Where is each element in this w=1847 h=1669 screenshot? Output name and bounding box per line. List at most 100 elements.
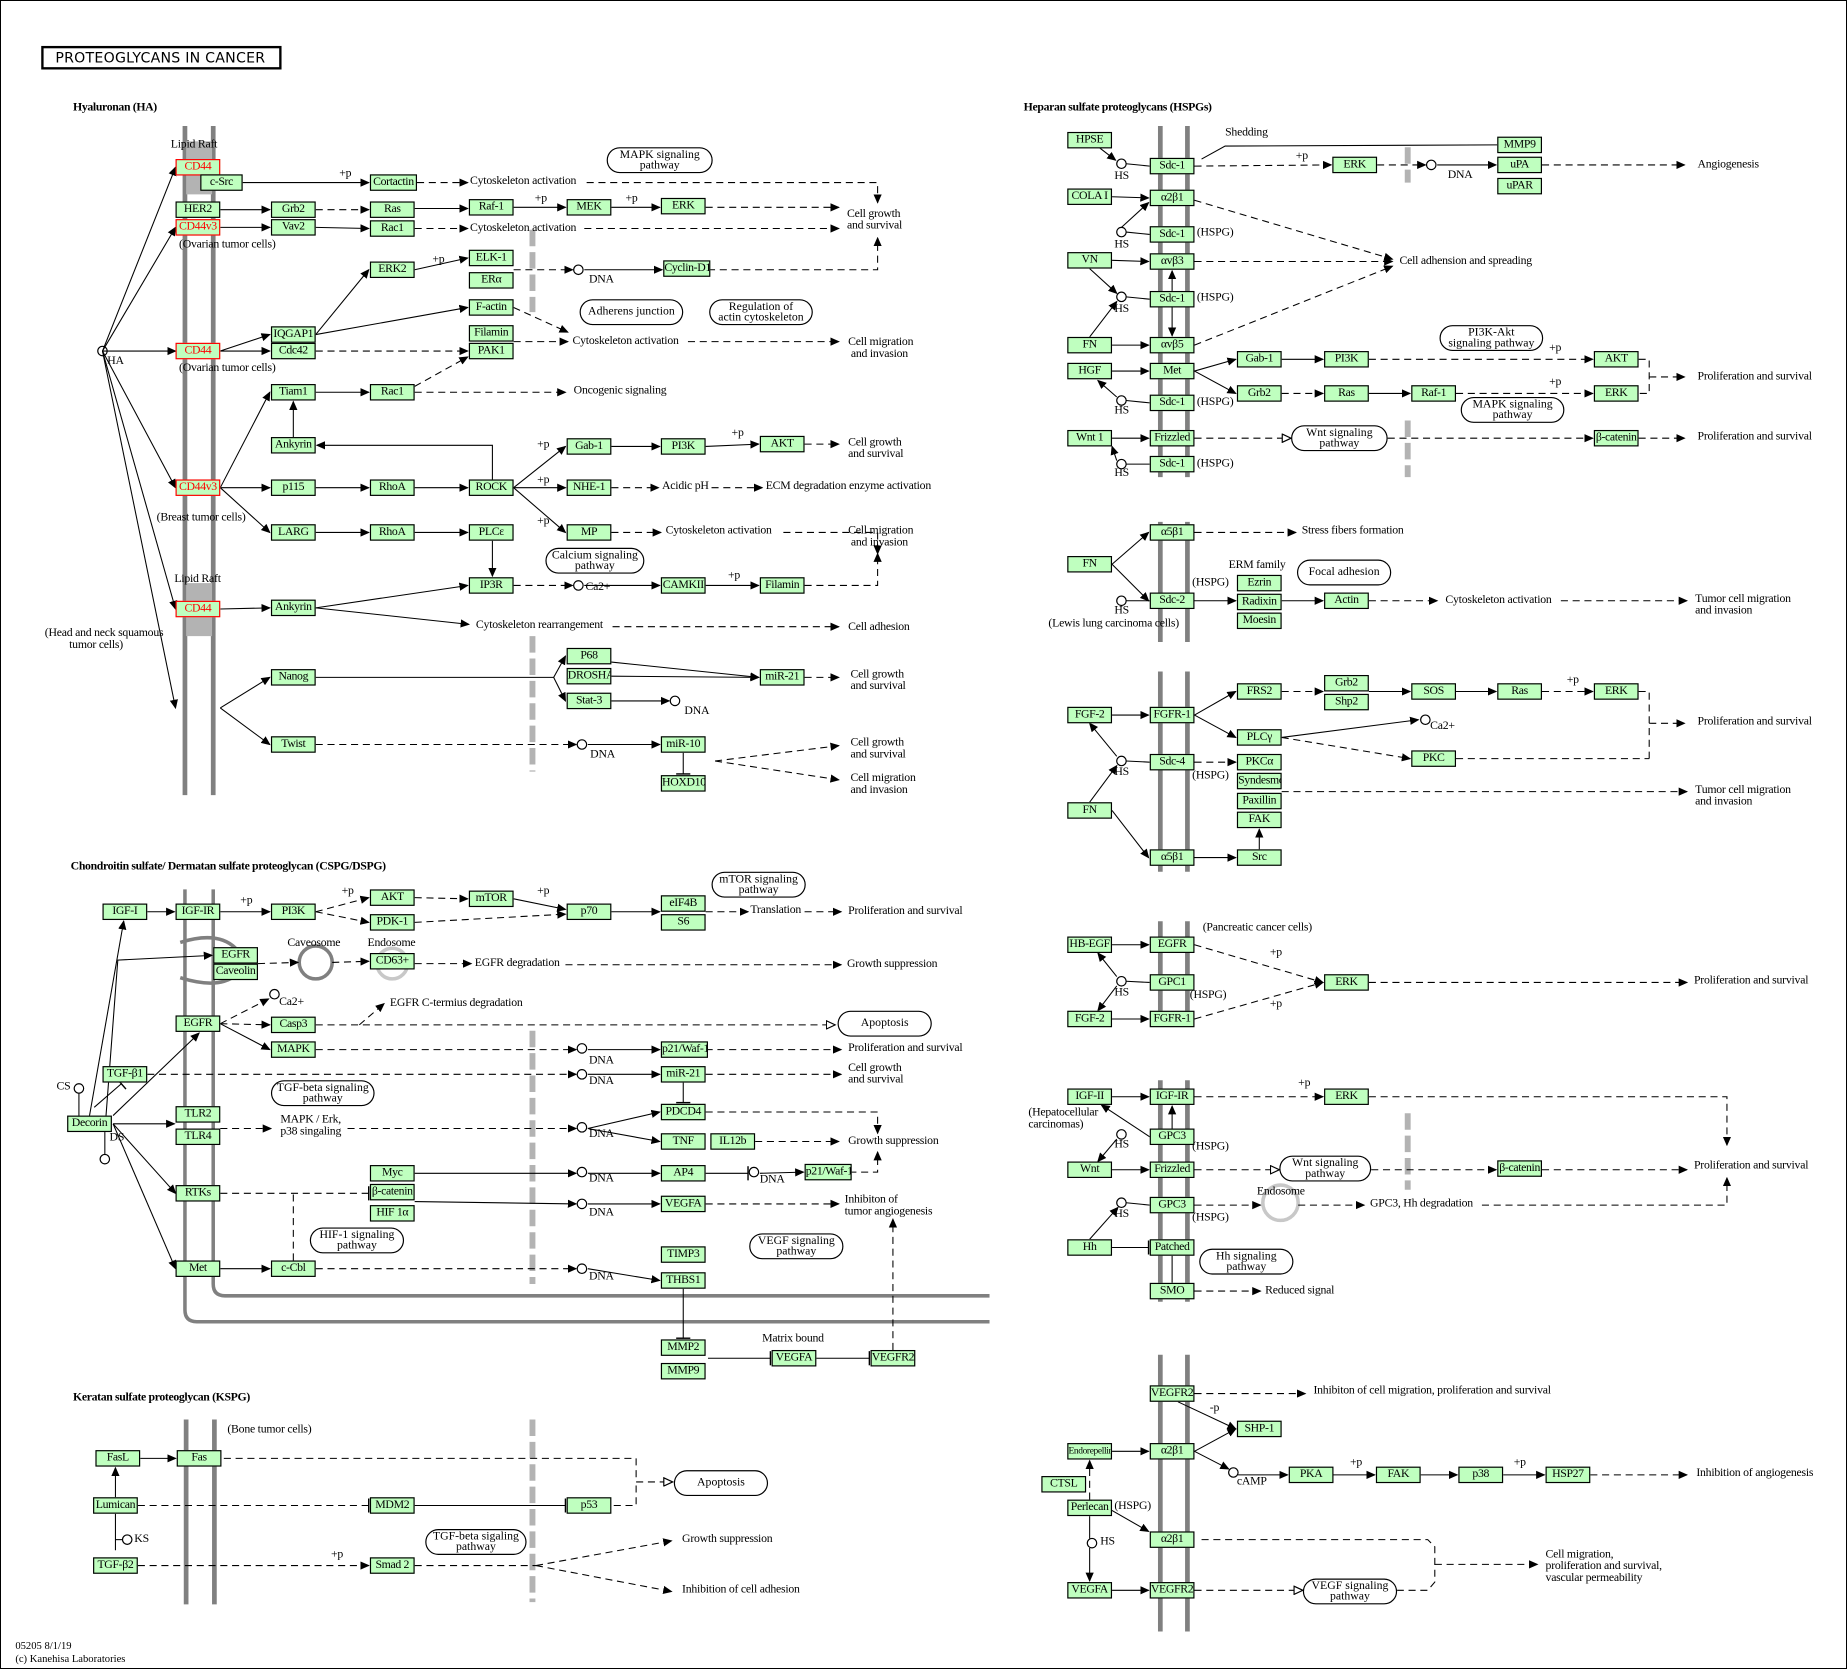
- gene-rtks[interactable]: RTKs: [175, 1185, 221, 1202]
- gene-ap4[interactable]: AP4: [660, 1165, 706, 1182]
- gene-cd44[interactable]: CD44: [175, 342, 221, 360]
- pathway-link-pi3k-akt-signaling-pathway[interactable]: PI3K-Akt signaling pathway: [1439, 325, 1544, 352]
- gene-frs2[interactable]: FRS2: [1236, 683, 1282, 700]
- gene-mapk[interactable]: MAPK: [270, 1041, 316, 1058]
- gene-grb2[interactable]: Grb2: [270, 201, 316, 218]
- gene-p38[interactable]: p38: [1458, 1466, 1504, 1484]
- gene-ezrin[interactable]: Ezrin: [1236, 574, 1282, 592]
- gene-filamin[interactable]: Filamin: [468, 325, 514, 342]
- pathway-link-adherens-junction[interactable]: Adherens junction: [579, 299, 684, 326]
- gene-actin[interactable]: Actin: [1324, 592, 1369, 610]
- gene-p68[interactable]: P68: [566, 647, 612, 665]
- gene-met[interactable]: Met: [175, 1260, 221, 1277]
- gene-moesin[interactable]: Moesin: [1236, 612, 1282, 630]
- gene-erk[interactable]: ERK: [1332, 156, 1378, 174]
- gene-pak1[interactable]: PAK1: [468, 342, 514, 360]
- pathway-link-mapk-signaling-pathway[interactable]: MAPK signaling pathway: [606, 147, 713, 174]
- gene-mek[interactable]: MEK: [566, 199, 612, 216]
- gene-akt[interactable]: AKT: [369, 889, 415, 906]
- gene-vegfa[interactable]: VEGFA: [660, 1195, 706, 1213]
- gene-timp3[interactable]: TIMP3: [660, 1246, 706, 1263]
- gene-hoxd10[interactable]: HOXD10: [660, 775, 706, 792]
- gene-catenin[interactable]: β-catenin: [1593, 429, 1639, 447]
- gene-sdc-1[interactable]: Sdc-1: [1149, 394, 1195, 412]
- gene-pi3k[interactable]: PI3K: [1324, 351, 1369, 368]
- gene-v-3[interactable]: αvβ3: [1149, 253, 1195, 270]
- gene-nhe-1[interactable]: NHE-1: [566, 479, 612, 496]
- gene-vegfa[interactable]: VEGFA: [771, 1349, 817, 1367]
- gene-ras[interactable]: Ras: [1497, 683, 1543, 700]
- gene-pkc[interactable]: PKCα: [1236, 753, 1282, 771]
- gene-pka[interactable]: PKA: [1288, 1466, 1334, 1484]
- gene-patched[interactable]: Patched: [1149, 1239, 1195, 1256]
- gene-pdcd4[interactable]: PDCD4: [660, 1103, 706, 1121]
- gene-lumican[interactable]: Lumican: [93, 1497, 138, 1514]
- gene-fak[interactable]: FAK: [1375, 1466, 1421, 1484]
- gene-cd44[interactable]: CD44: [175, 600, 221, 618]
- gene-akt[interactable]: AKT: [759, 435, 805, 453]
- gene-cdc42[interactable]: Cdc42: [270, 342, 316, 360]
- gene-f-actin[interactable]: F-actin: [468, 299, 514, 316]
- gene-mmp9[interactable]: MMP9: [1497, 136, 1543, 154]
- gene-plc[interactable]: PLCε: [468, 524, 514, 541]
- gene-elk-1[interactable]: ELK-1: [468, 249, 514, 267]
- gene-smad-2[interactable]: Smad 2: [369, 1557, 415, 1574]
- gene-nanog[interactable]: Nanog: [270, 669, 316, 686]
- gene-casp3[interactable]: Casp3: [270, 1016, 316, 1034]
- pathway-link-vegf-signaling-pathway[interactable]: VEGF signaling pathway: [1302, 1578, 1398, 1605]
- gene-er[interactable]: ERα: [468, 272, 514, 289]
- gene-2-1[interactable]: α2β1: [1149, 189, 1195, 207]
- gene-mir-21[interactable]: miR-21: [660, 1066, 706, 1083]
- gene-frizzled[interactable]: Frizzled: [1149, 429, 1195, 447]
- gene-ras[interactable]: Ras: [1324, 385, 1369, 402]
- gene-pi3k[interactable]: PI3K: [660, 438, 706, 455]
- gene-caveolin[interactable]: Caveolin: [213, 963, 258, 981]
- pathway-link-hh-signaling-pathway[interactable]: Hh signaling pathway: [1199, 1248, 1294, 1275]
- gene-wnt[interactable]: Wnt: [1067, 1161, 1113, 1178]
- gene-igf-i[interactable]: IGF-I: [102, 903, 148, 921]
- gene-cd63[interactable]: CD63+: [369, 953, 415, 970]
- gene-rock[interactable]: ROCK: [468, 479, 514, 496]
- gene-larg[interactable]: LARG: [270, 524, 316, 541]
- gene-il12b[interactable]: IL12b: [710, 1133, 756, 1150]
- gene-cd44[interactable]: CD44: [175, 159, 221, 176]
- gene-ctsl[interactable]: CTSL: [1041, 1476, 1087, 1493]
- gene-fak[interactable]: FAK: [1236, 811, 1282, 829]
- gene-ankyrin[interactable]: Ankyrin: [270, 437, 316, 454]
- gene-met[interactable]: Met: [1149, 362, 1195, 380]
- gene-upa[interactable]: uPA: [1497, 156, 1543, 174]
- pathway-link-focal-adhesion[interactable]: Focal adhesion: [1296, 559, 1392, 586]
- gene-fgfr-1[interactable]: FGFR-1: [1149, 706, 1195, 724]
- gene-cd44v3[interactable]: CD44v3: [175, 219, 221, 236]
- gene-fasl[interactable]: FasL: [95, 1450, 141, 1467]
- pathway-link-tgf-beta-signaling-pathway[interactable]: TGF-beta signaling pathway: [270, 1080, 375, 1107]
- gene-sdc-1[interactable]: Sdc-1: [1149, 290, 1195, 308]
- gene-mp[interactable]: MP: [566, 524, 612, 541]
- gene-erk[interactable]: ERK: [1324, 1088, 1369, 1105]
- gene-cyclin-d1[interactable]: Cyclin-D1: [663, 260, 711, 277]
- gene-fas[interactable]: Fas: [176, 1450, 222, 1467]
- gene-stat-3[interactable]: Stat-3: [566, 692, 612, 710]
- gene-rac1[interactable]: Rac1: [369, 220, 415, 237]
- gene-vegfr2[interactable]: VEGFR2: [1149, 1385, 1195, 1402]
- gene-hsp27[interactable]: HSP27: [1545, 1466, 1591, 1484]
- gene-egfr[interactable]: EGFR: [175, 1015, 221, 1032]
- gene-frizzled[interactable]: Frizzled: [1149, 1161, 1195, 1178]
- gene-p115[interactable]: p115: [270, 479, 316, 496]
- gene-twist[interactable]: Twist: [270, 736, 316, 753]
- gene-tlr2[interactable]: TLR2: [175, 1106, 221, 1123]
- gene-mtor[interactable]: mTOR: [468, 890, 514, 908]
- gene-p21-waf-1[interactable]: p21/Waf-1: [660, 1041, 708, 1058]
- gene-mmp2[interactable]: MMP2: [660, 1339, 706, 1356]
- gene-hgf[interactable]: HGF: [1067, 362, 1113, 380]
- gene-vn[interactable]: VN: [1067, 252, 1113, 269]
- gene-tgf-1[interactable]: TGF-β1: [102, 1066, 148, 1083]
- gene-hif-1[interactable]: HIF 1α: [369, 1205, 415, 1222]
- gene-raf-1[interactable]: Raf-1: [468, 199, 514, 216]
- gene-wnt-1[interactable]: Wnt 1: [1067, 429, 1113, 447]
- gene-s6[interactable]: S6: [660, 914, 706, 931]
- gene-ip3r[interactable]: IP3R: [468, 577, 514, 594]
- gene-sdc-1[interactable]: Sdc-1: [1149, 226, 1195, 243]
- gene-sdc-1[interactable]: Sdc-1: [1149, 455, 1195, 473]
- gene-endorepellin[interactable]: Endorepellin: [1067, 1443, 1113, 1460]
